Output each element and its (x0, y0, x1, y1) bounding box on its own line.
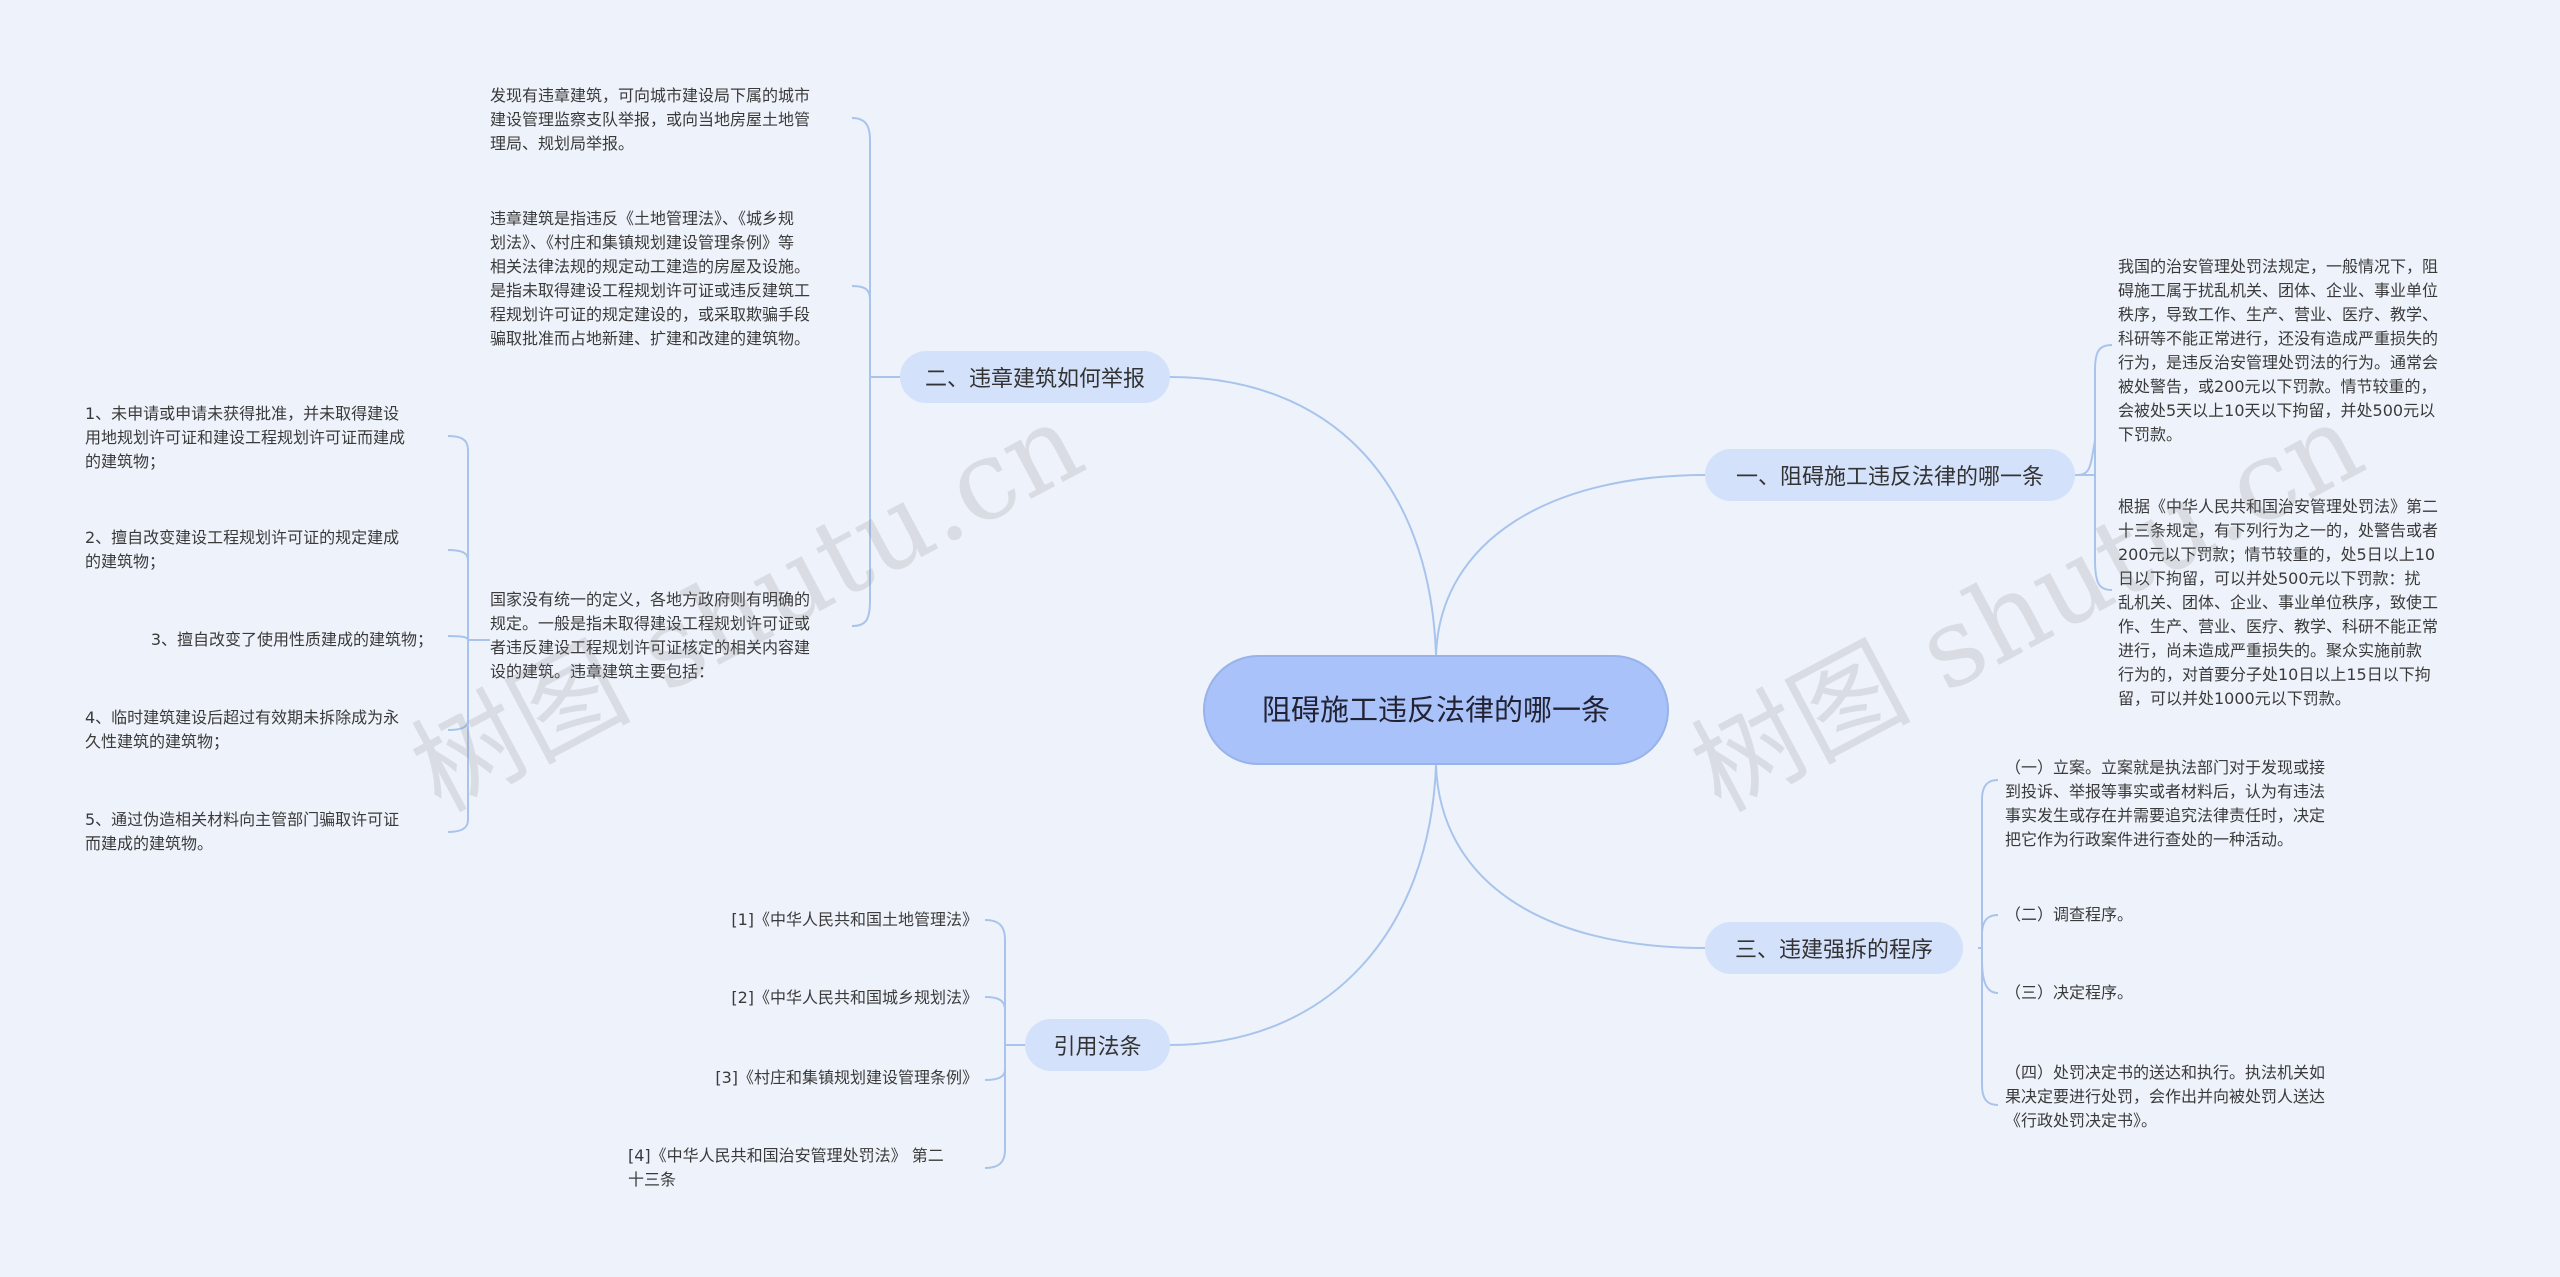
link-b3-bracket (1978, 779, 1999, 1106)
branch-node-law-violation[interactable]: 一、阻碍施工违反法律的哪一条 (1705, 449, 2075, 501)
link-b2-3-bracket (447, 435, 490, 833)
link-b1-bracket (2074, 344, 2113, 591)
leaf-b2-type-5: 5、通过伪造相关材料向主管部门骗取许可证 而建成的建筑物。 (85, 810, 400, 853)
link-b4-bracket (984, 919, 1025, 1169)
leaf-b4-ref-2: [2]《中华人民共和国城乡规划法》 (731, 988, 978, 1007)
leaf-b1-article-23: 根据《中华人民共和国治安管理处罚法》第二 十三条规定，有下列行为之一的，处警告或… (2118, 497, 2439, 708)
leaf-b4-ref-3: [3]《村庄和集镇规划建设管理条例》 (715, 1068, 978, 1087)
leaf-b2-type-3: 3、擅自改变了使用性质建成的建筑物； (150, 630, 433, 649)
leaf-b2-local-definition: 国家没有统一的定义，各地方政府则有明确的 规定。一般是指未取得建设工程规划许可证… (490, 590, 811, 681)
leaf-b4-ref-1: [1]《中华人民共和国土地管理法》 (731, 910, 978, 929)
leaf-b3-investigation: （二）调查程序。 (2005, 905, 2134, 924)
leaf-b2-type-4: 4、临时建筑建设后超过有效期未拆除成为永 久性建筑的建筑物； (85, 708, 400, 751)
leaf-b1-public-security-rule: 我国的治安管理处罚法规定，一般情况下，阻 碍施工属于扰乱机关、团体、企业、事业单… (2118, 257, 2439, 444)
leaf-b2-definition: 违章建筑是指违反《土地管理法》、《城乡规 划法》、《村庄和集镇规划建设管理条例》… (490, 209, 811, 348)
branch-node-cited-laws[interactable]: 引用法条 (1025, 1019, 1170, 1071)
branch-node-report-illegal-building[interactable]: 二、违章建筑如何举报 (900, 351, 1170, 403)
leaf-b3-decision: （三）决定程序。 (2005, 983, 2134, 1002)
link-center-b1 (1435, 474, 1706, 656)
leaf-b2-type-1: 1、未申请或申请未获得批准，并未取得建设 用地规划许可证和建设工程规划许可证而建… (85, 404, 406, 471)
leaf-b3-filing: （一）立案。立案就是执法部门对于发现或接 到投诉、举报等事实或者材料后，认为有违… (2005, 758, 2326, 849)
central-topic[interactable]: 阻碍施工违反法律的哪一条 (1203, 655, 1669, 765)
link-center-b4 (1169, 764, 1437, 1046)
branch-node-demolition-procedure[interactable]: 三、违建强拆的程序 (1705, 922, 1963, 974)
leaf-b2-how-to-report: 发现有违章建筑，可向城市建设局下属的城市 建设管理监察支队举报，或向当地房屋土地… (490, 86, 811, 153)
link-center-b3 (1435, 764, 1706, 949)
link-center-b2 (1169, 376, 1437, 656)
link-b2-bracket (851, 117, 900, 627)
leaf-b3-delivery: （四）处罚决定书的送达和执行。执法机关如 果决定要进行处罚，会作出并向被处罚人送… (2005, 1063, 2326, 1130)
leaf-b2-type-2: 2、擅自改变建设工程规划许可证的规定建成 的建筑物； (85, 528, 400, 571)
leaf-b4-ref-4: [4]《中华人民共和国治安管理处罚法》 第二 十三条 (628, 1146, 944, 1189)
